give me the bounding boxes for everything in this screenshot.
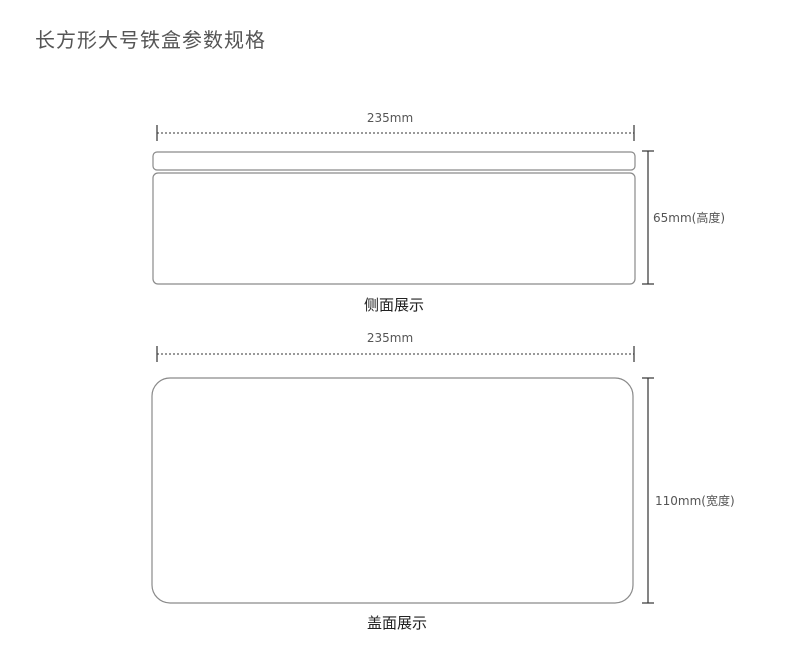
top-depth-dimension: 110mm(宽度) xyxy=(642,377,735,604)
page-title: 长方形大号铁盒参数规格 xyxy=(35,28,266,52)
side-body-outline xyxy=(152,172,636,285)
side-view: 235mm 65mm(高度) 侧面展示 xyxy=(152,111,725,314)
top-width-dimension: 235mm xyxy=(156,331,635,362)
side-lid-outline xyxy=(152,151,636,171)
top-lid-outline xyxy=(151,377,634,604)
side-width-dimension: 235mm xyxy=(156,111,635,141)
top-width-label: 235mm xyxy=(367,331,413,345)
side-height-dimension: 65mm(高度) xyxy=(642,150,725,285)
top-depth-label: 110mm(宽度) xyxy=(655,493,735,508)
side-view-caption: 侧面展示 xyxy=(364,296,424,314)
top-view: 235mm 110mm(宽度) 盖面展示 xyxy=(151,331,735,632)
side-width-label: 235mm xyxy=(367,111,413,125)
top-view-caption: 盖面展示 xyxy=(367,614,427,632)
side-height-label: 65mm(高度) xyxy=(653,210,725,225)
